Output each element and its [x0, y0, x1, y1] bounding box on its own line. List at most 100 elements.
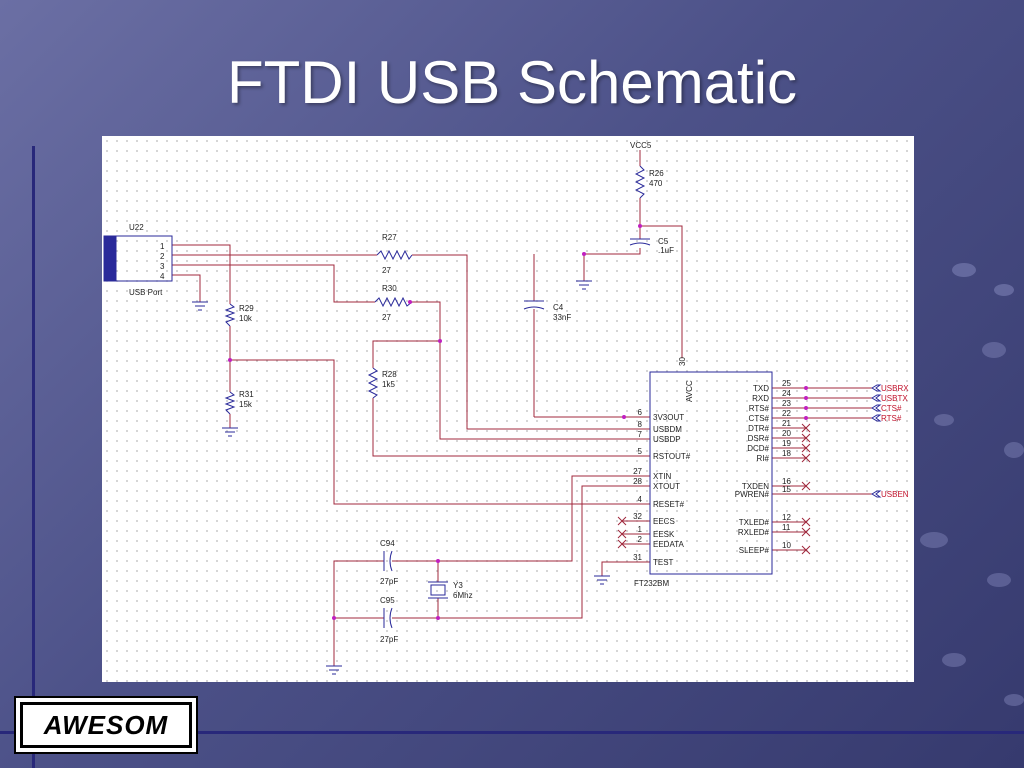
chip-right-pin-name-23: RTS# [749, 404, 770, 413]
chip-left-pin-name-8: USBDM [653, 425, 682, 434]
wire-c5-gnd [583, 248, 641, 281]
c5-value: .1uF [658, 246, 674, 255]
c5-ref: C5 [658, 237, 669, 246]
chip-right-pin-name-25: TXD [753, 384, 769, 393]
wire-ee [622, 520, 650, 545]
chip-left-pin-num-32: 32 [633, 512, 642, 521]
chip-left-pin-name-28: XTOUT [653, 482, 680, 491]
junctions [228, 224, 808, 620]
c4-value: 33nF [553, 313, 571, 322]
r30-ref: R30 [382, 284, 397, 293]
chip-right-pin-name-22: CTS# [749, 414, 770, 423]
r27-resistor [376, 249, 413, 261]
wire-r30-usbdp [412, 301, 650, 440]
chip-right-pin-name-19: DCD# [747, 444, 769, 453]
chip-left-pin-num-7: 7 [638, 430, 643, 439]
c94-ref: C94 [380, 539, 395, 548]
arrow-usbrx [871, 384, 882, 392]
logo-frame: AWESOM [20, 702, 192, 748]
chip-right-pin-name-18: RI# [757, 454, 770, 463]
r28-value: 1k5 [382, 380, 395, 389]
ground-c5 [576, 280, 592, 290]
c4-ref: C4 [553, 303, 564, 312]
r30-value: 27 [382, 313, 391, 322]
net-label-cts: CTS# [881, 404, 902, 413]
chip-right-pin-name-15: PWREN# [735, 490, 770, 499]
chip-left-pin-num-4: 4 [638, 495, 643, 504]
wire-right-2 [772, 427, 807, 459]
ground-xtal [326, 665, 342, 675]
chip-body [649, 371, 773, 575]
chip-right-pin-num-20: 20 [782, 429, 791, 438]
chip-left-pin-name-1: EESK [653, 530, 675, 539]
chip-left-pin-num-27: 27 [633, 467, 642, 476]
chip-name: FT232BM [634, 579, 669, 588]
r28-ref: R28 [382, 370, 397, 379]
chip-right-pin-num-11: 11 [782, 523, 791, 532]
chip-top-pin-num: 30 [678, 357, 687, 366]
chip-right-pin-num-18: 18 [782, 449, 791, 458]
arrow-rts [871, 414, 882, 422]
y3-ref: Y3 [453, 581, 463, 590]
r26-resistor [634, 165, 646, 199]
wires [172, 150, 872, 666]
chip-left-pin-num-6: 6 [638, 408, 643, 417]
r29-resistor [224, 303, 236, 327]
chip-left-pin-name-5: RSTOUT# [653, 452, 691, 461]
connector-pin-2: 2 [160, 252, 165, 261]
wire-xtin [392, 475, 650, 562]
r31-value: 15k [239, 400, 253, 409]
chip-right-pin-name-10: SLEEP# [739, 546, 770, 555]
chip-right-pin-num-12: 12 [782, 513, 791, 522]
chip-left-pin-num-2: 2 [638, 535, 643, 544]
chip-left-pin-name-32: EECS [653, 517, 675, 526]
wire-r28-bot [372, 398, 650, 457]
c4-capacitor [523, 300, 545, 310]
decorative-dots [920, 263, 1024, 706]
arrow-usbtx [871, 394, 882, 402]
chip-right-pin-name-11: RXLED# [738, 528, 770, 537]
chip-right-pin-name-16: TXDEN [742, 482, 769, 491]
chip-left-pin-num-5: 5 [638, 447, 643, 456]
chip-right-pin-num-25: 25 [782, 379, 791, 388]
ground-test [594, 575, 610, 585]
r27-value: 27 [382, 266, 391, 275]
chip-left-pin-name-2: EEDATA [653, 540, 684, 549]
connector-ref: U22 [129, 223, 144, 232]
y3-value: 6Mhz [453, 591, 473, 600]
chip-left-pin-name-31: TEST [653, 558, 674, 567]
wire-pin1 [172, 244, 231, 304]
wire-right-1 [772, 387, 872, 419]
arrow-usben [871, 490, 882, 498]
r26-ref: R26 [649, 169, 664, 178]
crystal-body [430, 584, 446, 596]
chip-right-pin-num-21: 21 [782, 419, 791, 428]
logo-text: AWESOM [43, 709, 169, 740]
chip-right-pin-name-21: DTR# [748, 424, 769, 433]
wire-avcc [640, 225, 683, 358]
crystal-y3 [428, 581, 448, 599]
wire-test [601, 561, 650, 576]
chip-left-pin-name-7: USBDP [653, 435, 681, 444]
c94-capacitor [383, 550, 393, 572]
chip-right-pin-num-19: 19 [782, 439, 791, 448]
r29-ref: R29 [239, 304, 254, 313]
ground-r31 [222, 427, 238, 437]
schematic-panel [102, 136, 914, 682]
usb-connector-plug [103, 235, 117, 282]
chip-left-pin-num-8: 8 [638, 420, 643, 429]
wire-r28-top [372, 340, 440, 368]
chip-right-pin-name-24: RXD [752, 394, 769, 403]
left-accent-line [32, 146, 35, 768]
net-label-rts: RTS# [881, 414, 902, 423]
chip-right-pin-num-15: 15 [782, 485, 791, 494]
r27-ref: R27 [382, 233, 397, 242]
connector-pin-1: 1 [160, 242, 165, 251]
chip-right-pin-name-12: TXLED# [739, 518, 770, 527]
chip-right-pin-num-24: 24 [782, 389, 791, 398]
c94-value: 27pF [380, 577, 398, 586]
no-connect-marks [617, 423, 811, 555]
chip-left-pin-num-28: 28 [633, 477, 642, 486]
r26-value: 470 [649, 179, 663, 188]
chip-left-pin-num-1: 1 [638, 525, 643, 534]
